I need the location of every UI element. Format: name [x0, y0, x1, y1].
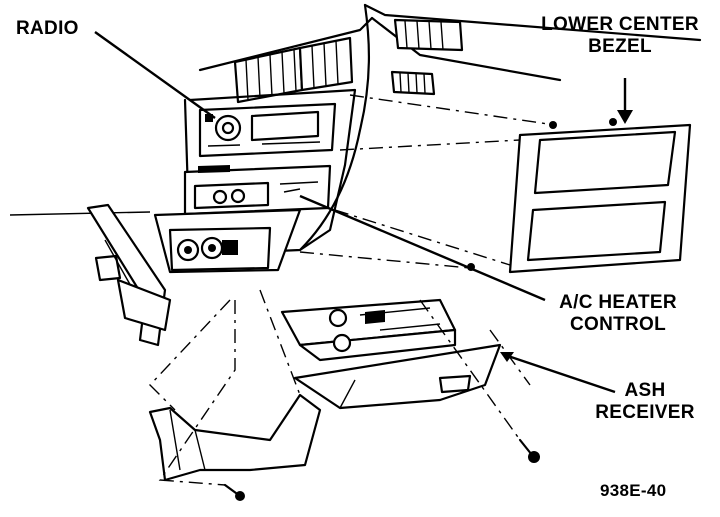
lower-center-bezel-label: LOWER CENTER BEZEL — [530, 14, 710, 58]
ac-label-line1: A/C HEATER — [559, 292, 677, 313]
ash-receiver-housing — [280, 298, 457, 362]
dashboard-outline — [9, 3, 702, 252]
lower-center-bezel — [467, 118, 692, 274]
ac-heater-control-label: A/C HEATER CONTROL — [548, 292, 688, 336]
screw-lower-right — [518, 438, 540, 463]
ac-heater-control-unit — [183, 164, 332, 216]
alignment-dash-lines — [149, 94, 556, 486]
ash-receiver-label: ASH RECEIVER — [590, 380, 700, 424]
lower-trim-cover — [148, 393, 322, 482]
radio-unit — [198, 102, 337, 158]
radio-label: RADIO — [16, 18, 79, 39]
label-leader-lines — [94, 31, 633, 394]
left-mount-bracket — [86, 203, 172, 347]
bezel-label-line1: LOWER CENTER — [541, 14, 699, 35]
dash-air-vents — [233, 18, 464, 104]
ash-label-line2: RECEIVER — [595, 402, 695, 423]
lower-duct-box — [153, 208, 302, 274]
ash-label-line1: ASH — [624, 380, 666, 401]
figure-id: 938E-40 — [600, 481, 667, 500]
screw-lower-left — [223, 483, 245, 501]
ash-receiver-tray — [293, 343, 502, 410]
bezel-label-line2: BEZEL — [588, 36, 652, 57]
ac-label-line2: CONTROL — [569, 314, 667, 335]
